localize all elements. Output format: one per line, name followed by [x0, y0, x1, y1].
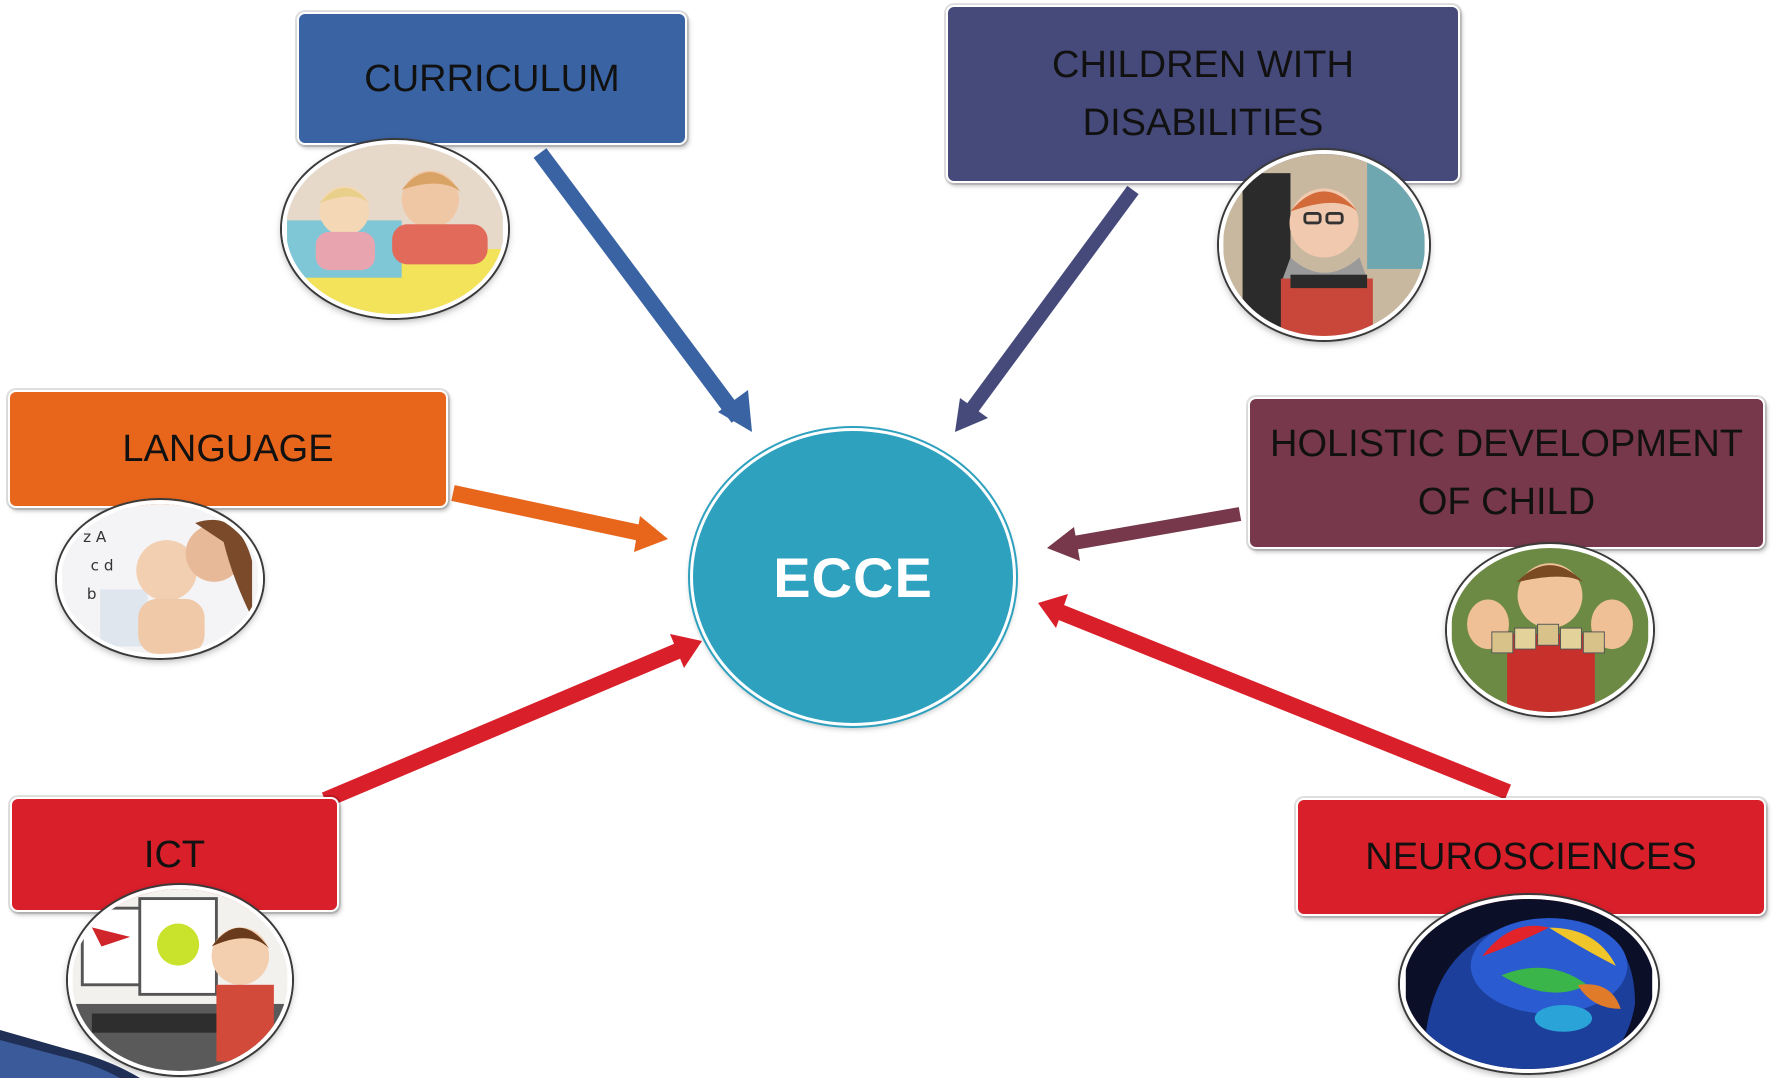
node-holistic-development: HOLISTIC DEVELOPMENT OF CHILD: [1248, 397, 1765, 549]
boy-learn-blocks-photo: [1447, 544, 1653, 716]
node-neurosciences: NEUROSCIENCES: [1296, 798, 1766, 916]
arrow-language-head: [634, 516, 668, 552]
brain-photo: [1400, 895, 1658, 1073]
node-language: LANGUAGE: [8, 390, 448, 508]
arrow-children-with-disabilities-head: [955, 398, 988, 432]
svg-text:c d: c d: [91, 556, 114, 574]
node-children-with-disabilities: CHILDREN WITH DISABILITIES: [946, 5, 1460, 183]
node-holistic-development-label: HOLISTIC DEVELOPMENT OF CHILD: [1270, 423, 1743, 523]
node-curriculum: CURRICULUM: [297, 12, 687, 145]
node-neurosciences-label: NEUROSCIENCES: [1365, 836, 1697, 878]
node-children-with-disabilities-label: CHILDREN WITH DISABILITIES: [1052, 44, 1354, 144]
arrow-ict: [321, 642, 684, 808]
arrow-children-with-disabilities: [962, 185, 1139, 419]
slide-corner-decoration: [0, 1030, 140, 1078]
svg-text:z A: z A: [83, 528, 107, 546]
mother-baby-photo: z A c d b e: [57, 500, 263, 658]
arrow-neurosciences-head: [1038, 594, 1068, 628]
child-computer-photo: [68, 885, 292, 1075]
children-drawing-photo: [282, 140, 508, 318]
node-language-label: LANGUAGE: [122, 428, 334, 470]
arrow-curriculum: [533, 148, 745, 423]
arrow-ict-head: [670, 634, 702, 668]
arrow-holistic-development: [1066, 507, 1242, 551]
center-label: ECCE: [773, 545, 933, 609]
arrow-neurosciences: [1057, 604, 1511, 800]
arrow-holistic-development-head: [1047, 527, 1080, 561]
arrow-curriculum-head: [718, 390, 752, 432]
child-wheelchair-photo: [1219, 150, 1429, 340]
node-ict-label: ICT: [143, 833, 206, 876]
center-node-ecce: ECCE: [690, 428, 1016, 726]
node-curriculum-label: CURRICULUM: [364, 57, 620, 100]
arrow-language: [451, 485, 652, 543]
